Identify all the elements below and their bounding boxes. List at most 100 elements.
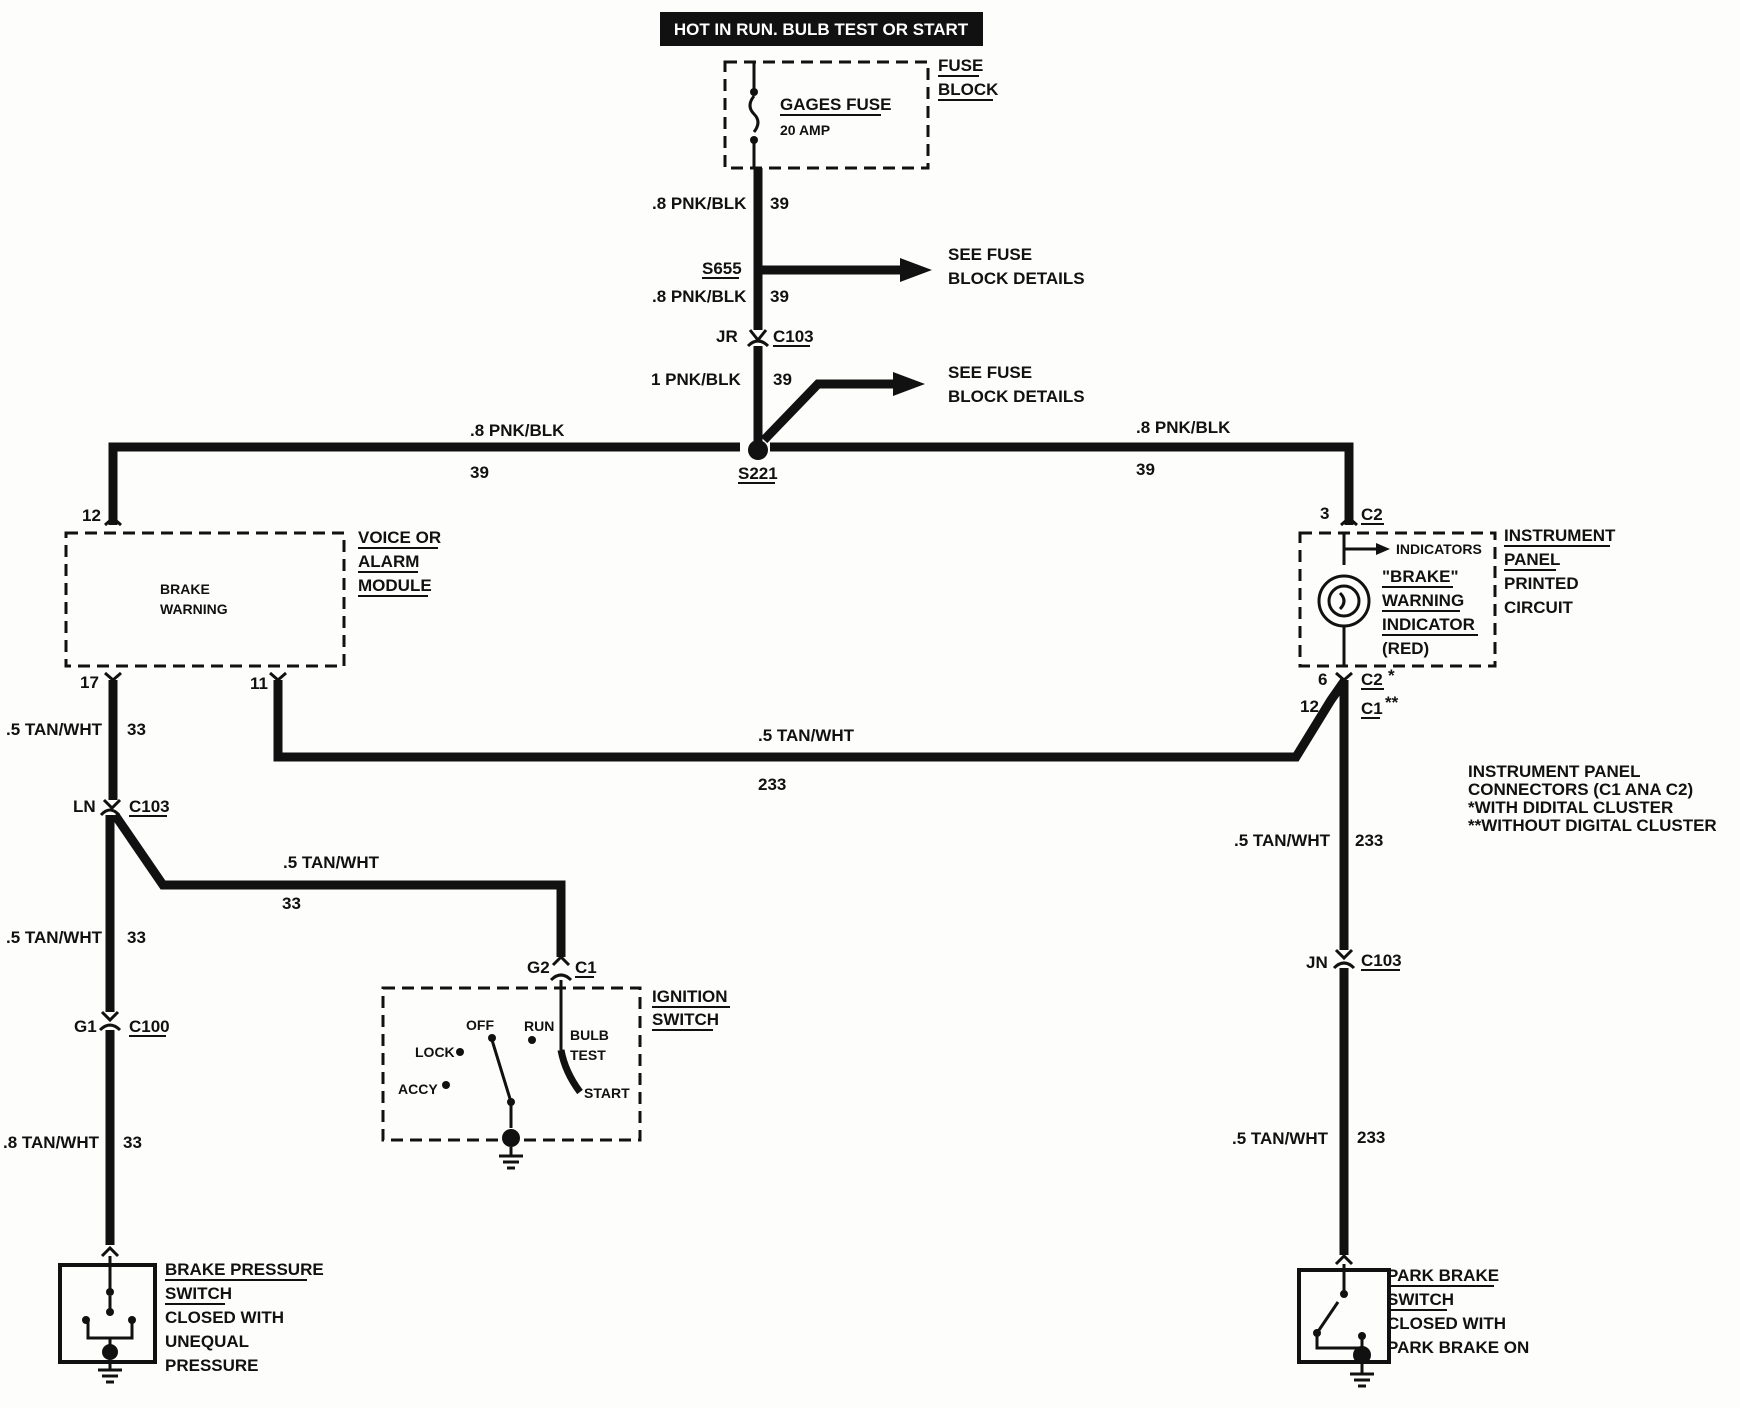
- wire-39-right: [770, 442, 1354, 525]
- s655-label: S655: [702, 259, 742, 278]
- module-title-1: VOICE OR: [358, 528, 441, 547]
- indicator-line-1: "BRAKE": [1382, 567, 1459, 586]
- s221-label: S221: [738, 464, 778, 483]
- wire-33-to-ignition: [111, 812, 566, 957]
- ign-accy: ACCY: [398, 1081, 438, 1097]
- bps-line-1: BRAKE PRESSURE: [165, 1260, 324, 1279]
- fuse-block: GAGES FUSE 20 AMP FUSE BLOCK: [723, 56, 999, 170]
- wire-tan-left2-gauge: .5 TAN/WHT: [6, 928, 103, 947]
- connector-c103-right: JN C103: [1306, 948, 1402, 972]
- wire-233-long: [273, 677, 1349, 762]
- park-contact-icon: [1315, 1301, 1340, 1334]
- wire-left-circuit: 39: [470, 463, 489, 482]
- ip-pin-6: 6: [1318, 670, 1327, 689]
- note-line-4: **WITHOUT DIGITAL CLUSTER: [1468, 816, 1717, 835]
- c100-label: C100: [129, 1017, 170, 1036]
- instrument-panel: 3 C2 INDICATORS "BRAKE" WARNING INDICATO…: [1298, 504, 1616, 719]
- pbs-line-2: SWITCH: [1387, 1290, 1454, 1309]
- jr-label: JR: [716, 327, 738, 346]
- connector-c103-left: LN C103: [73, 797, 170, 817]
- ign-title-1: IGNITION: [652, 987, 728, 1006]
- fuse-rating: 20 AMP: [780, 122, 830, 138]
- wire-tan-right1-gauge: .5 TAN/WHT: [1234, 831, 1331, 850]
- indicators-label: INDICATORS: [1396, 541, 1482, 557]
- wire-tan-left1-circuit: 33: [127, 720, 146, 739]
- c103-left-label: C103: [129, 797, 170, 816]
- note-line-2: CONNECTORS (C1 ANA C2): [1468, 780, 1693, 799]
- wire-1pnk-gauge: 1 PNK/BLK: [651, 370, 741, 389]
- park-brake-switch: PARK BRAKE SWITCH CLOSED WITH PARK BRAKE…: [1297, 1253, 1529, 1388]
- ip-conn-c1: C1: [1361, 699, 1383, 718]
- wire-tan-left2-circuit: 33: [127, 928, 146, 947]
- wire-right-circuit: 39: [1136, 460, 1155, 479]
- g2-label: G2: [527, 958, 550, 977]
- wires: [105, 168, 1354, 1255]
- wire-tan-mid-circuit: 33: [282, 894, 301, 913]
- ign-bulb: BULB: [570, 1027, 609, 1043]
- c1-ign-label: C1: [575, 958, 597, 977]
- wire-tan-right1-circuit: 233: [1355, 831, 1383, 850]
- ip-conn-c2: C2: [1361, 505, 1383, 524]
- ip-star-1: *: [1388, 666, 1395, 685]
- connector-c100: G1 C100: [74, 1010, 170, 1037]
- ign-lock: LOCK: [415, 1044, 455, 1060]
- module-pin-12: 12: [82, 506, 101, 525]
- ign-test: TEST: [570, 1047, 606, 1063]
- module-title-2: ALARM: [358, 552, 419, 571]
- c103-top-label: C103: [773, 327, 814, 346]
- g1-label: G1: [74, 1017, 97, 1036]
- fuse-block-title-1: FUSE: [938, 56, 983, 75]
- indicator-line-3: INDICATOR: [1382, 615, 1475, 634]
- ip-conn-c2-star: C2: [1361, 670, 1383, 689]
- ip-pin-3: 3: [1320, 504, 1329, 523]
- wire-tan-left3-circuit: 33: [123, 1133, 142, 1152]
- wire-right-gauge: .8 PNK/BLK: [1136, 418, 1231, 437]
- see-fuse-2-line1: SEE FUSE: [948, 363, 1032, 382]
- fuse-name: GAGES FUSE: [780, 95, 891, 114]
- bps-line-2: SWITCH: [165, 1284, 232, 1303]
- wire-top-circuit: 39: [770, 194, 789, 213]
- see-fuse-2-line2: BLOCK DETAILS: [948, 387, 1085, 406]
- ip-pin-12: 12: [1300, 697, 1319, 716]
- module-pin-11: 11: [250, 674, 268, 693]
- wire-39-left: [108, 442, 740, 525]
- start-contact-icon: [557, 1049, 583, 1095]
- indicator-color: (RED): [1382, 639, 1429, 658]
- wire-tan-right2-gauge: .5 TAN/WHT: [1232, 1129, 1329, 1148]
- wire-tan-mid-gauge: .5 TAN/WHT: [283, 853, 380, 872]
- wire-tan-right2-circuit: 233: [1357, 1128, 1385, 1147]
- ip-title-1: INSTRUMENT: [1504, 526, 1616, 545]
- ignition-switch: G2 C1 OFF RUN BULB TEST LOCK ACCY START …: [381, 954, 730, 1170]
- wire-see-fuse-branch: [760, 379, 895, 444]
- wire-tan-long-circuit: 233: [758, 775, 786, 794]
- note-line-1: INSTRUMENT PANEL: [1468, 762, 1641, 781]
- wire-s655-gauge: .8 PNK/BLK: [652, 287, 747, 306]
- wire-tan-long-gauge: .5 TAN/WHT: [758, 726, 855, 745]
- see-fuse-1-line1: SEE FUSE: [948, 245, 1032, 264]
- wire-tan-left1-gauge: .5 TAN/WHT: [6, 720, 103, 739]
- fuse-block-title-2: BLOCK: [938, 80, 999, 99]
- ign-off: OFF: [466, 1017, 494, 1033]
- see-fuse-1-line2: BLOCK DETAILS: [948, 269, 1085, 288]
- jn-label: JN: [1306, 953, 1328, 972]
- voice-alarm-module: 12 BRAKE WARNING VOICE OR ALARM MODULE 1…: [64, 506, 441, 693]
- pressure-contact-icon: [86, 1320, 134, 1340]
- wire-top-gauge: .8 PNK/BLK: [652, 194, 747, 213]
- ign-run: RUN: [524, 1018, 554, 1034]
- brake-pressure-switch: BRAKE PRESSURE SWITCH CLOSED WITH UNEQUA…: [58, 1245, 324, 1384]
- ip-title-4: CIRCUIT: [1504, 598, 1574, 617]
- bps-line-4: UNEQUAL: [165, 1332, 249, 1351]
- bps-line-5: PRESSURE: [165, 1356, 259, 1375]
- ign-title-2: SWITCH: [652, 1010, 719, 1029]
- wire-s655-circuit: 39: [770, 287, 789, 306]
- hot-in-run-header: HOT IN RUN. BULB TEST OR START: [660, 12, 983, 46]
- ign-start: START: [584, 1085, 630, 1101]
- pbs-line-4: PARK BRAKE ON: [1387, 1338, 1529, 1357]
- module-inner-1: BRAKE: [160, 581, 210, 597]
- ln-label: LN: [73, 797, 96, 816]
- module-title-3: MODULE: [358, 576, 432, 595]
- wire-tan-left3-gauge: .8 TAN/WHT: [3, 1133, 100, 1152]
- splice-s221: S221: [738, 440, 778, 484]
- module-inner-2: WARNING: [160, 601, 228, 617]
